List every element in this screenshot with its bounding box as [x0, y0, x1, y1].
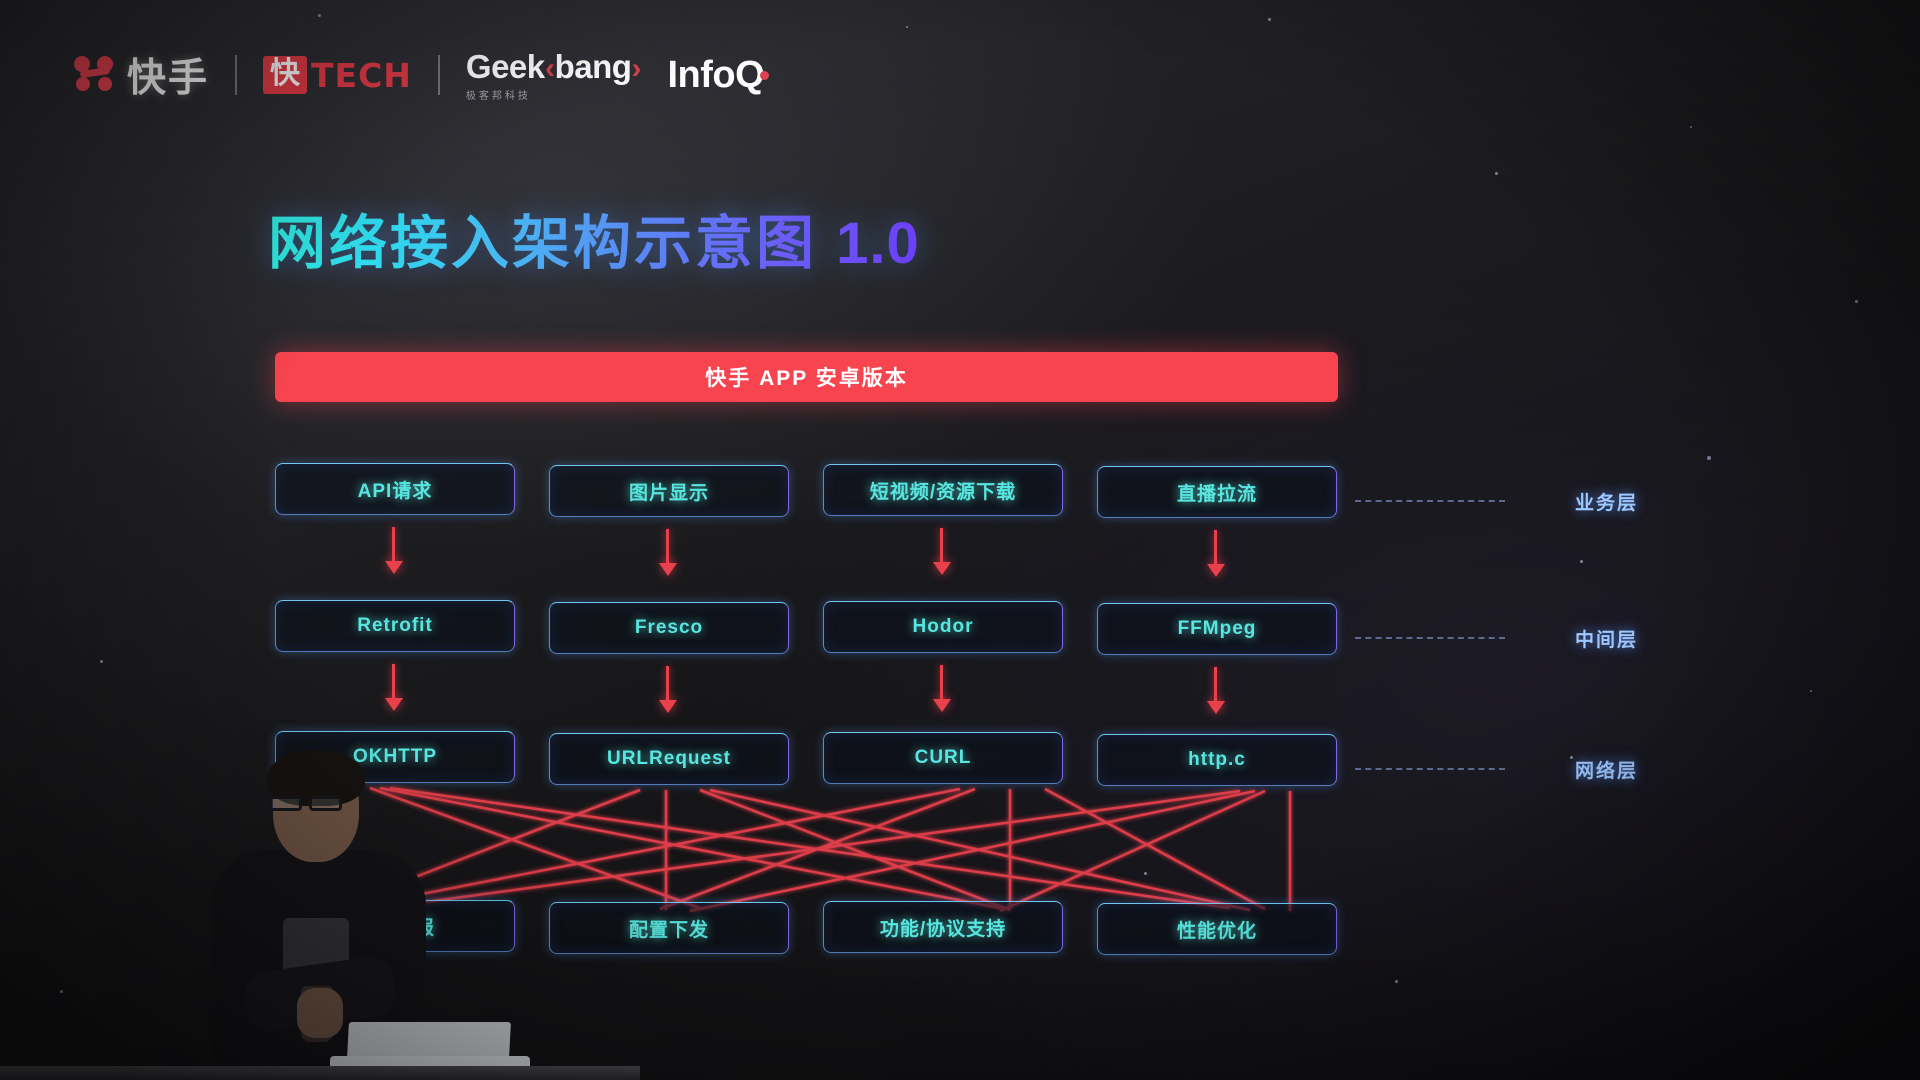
box-performance-opt[interactable]: 性能优化 [1097, 903, 1337, 955]
box-data-report[interactable]: 数据上报 [275, 900, 515, 952]
box-config-push[interactable]: 配置下发 [549, 902, 789, 954]
box-protocol-support[interactable]: 功能/协议支持 [823, 901, 1063, 953]
